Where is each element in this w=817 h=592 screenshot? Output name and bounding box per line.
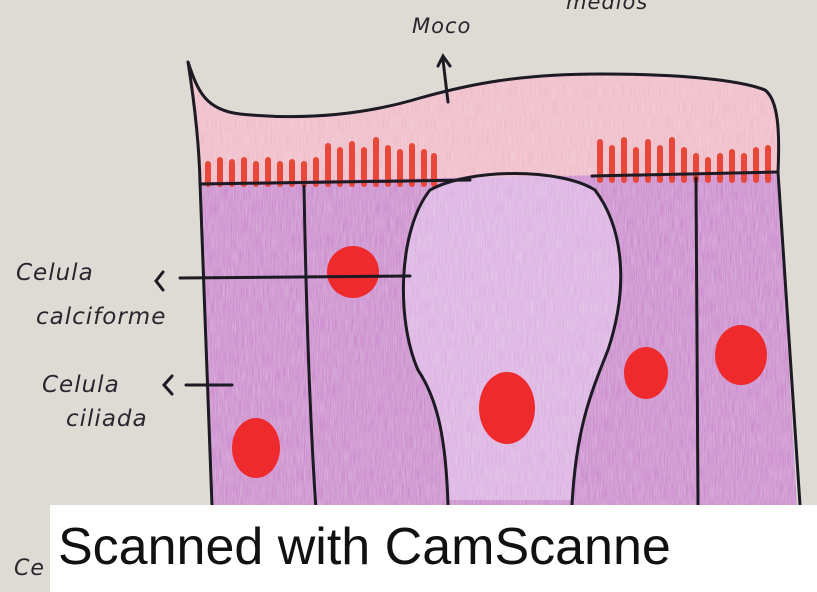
celula-calciforme-label-line1: Celula	[16, 260, 94, 286]
nucleus-right-1	[624, 347, 668, 399]
celula-calciforme-label-line2: calciforme	[36, 304, 166, 330]
mucus-layer	[188, 62, 779, 182]
celula-ciliada-label-line1: Celula	[42, 372, 120, 398]
moco-label: Moco	[412, 14, 471, 38]
celula-ciliada-label-line2: ciliada	[66, 406, 148, 432]
cell-border-2	[696, 178, 698, 505]
nucleus-calciforme-neighbor	[327, 246, 379, 298]
partial-bottom-label: Ce	[14, 556, 45, 581]
medios-label: medios	[566, 0, 648, 14]
nucleus-left	[232, 418, 280, 478]
nucleus-right-2	[715, 325, 767, 385]
watermark-text: Scanned with CamScanne	[58, 513, 671, 581]
nucleus-goblet	[479, 372, 535, 444]
camscanner-watermark: Scanned with CamScanne	[50, 505, 817, 592]
